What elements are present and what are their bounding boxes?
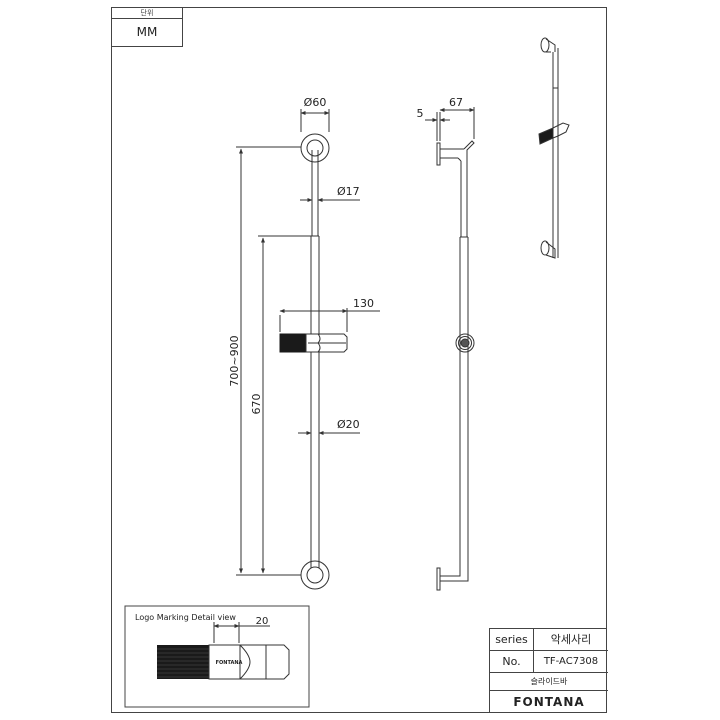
dim-side-offset: 5 <box>417 107 424 120</box>
model-number: TF-AC7308 <box>543 656 599 667</box>
dim-slide-length: 670 <box>250 394 263 415</box>
product-name: 슬라이드바 <box>530 677 568 686</box>
number-row: No. TF-AC7308 <box>490 651 608 673</box>
dim-bar-top-diameter: Ø17 <box>337 185 360 198</box>
dim-flange-diameter: Ø60 <box>304 96 327 109</box>
dim-bar-bottom-diameter: Ø20 <box>337 418 360 431</box>
number-label: No. <box>490 651 534 672</box>
dim-holder-length: 130 <box>353 297 374 310</box>
series-row: series 악세사리 <box>490 629 608 651</box>
perspective-view <box>538 37 570 259</box>
logo-detail-title: Logo Marking Detail view <box>135 613 236 622</box>
logo-mark: FONTANA <box>216 660 243 666</box>
bottom-flange-inner <box>306 566 324 584</box>
slide-holder <box>279 333 348 353</box>
holder-grip <box>279 333 307 353</box>
unit-header: 단위 <box>112 8 182 19</box>
series-value: 악세사리 <box>550 633 592 646</box>
logo-detail-grip <box>157 645 209 679</box>
brand-row: FONTANA <box>490 691 608 714</box>
title-block: series 악세사리 No. TF-AC7308 슬라이드바 FONTANA <box>489 628 608 714</box>
side-holder-knob <box>455 333 475 353</box>
brand-logo: FONTANA <box>513 695 585 709</box>
dim-side-depth: 67 <box>449 96 463 109</box>
logo-detail-view <box>124 605 310 708</box>
side-view <box>425 107 475 591</box>
bottom-flange <box>300 560 330 590</box>
unit-value: MM <box>136 25 158 39</box>
product-row: 슬라이드바 <box>490 673 608 691</box>
drawing-sheet <box>111 7 607 713</box>
series-label: series <box>490 629 534 650</box>
dim-logo-offset: 20 <box>256 616 269 627</box>
dim-total-height: 700~900 <box>228 335 241 386</box>
top-flange-inner <box>306 139 324 157</box>
front-view <box>236 109 380 590</box>
unit-box: 단위 MM <box>111 7 183 47</box>
top-flange <box>300 133 330 163</box>
